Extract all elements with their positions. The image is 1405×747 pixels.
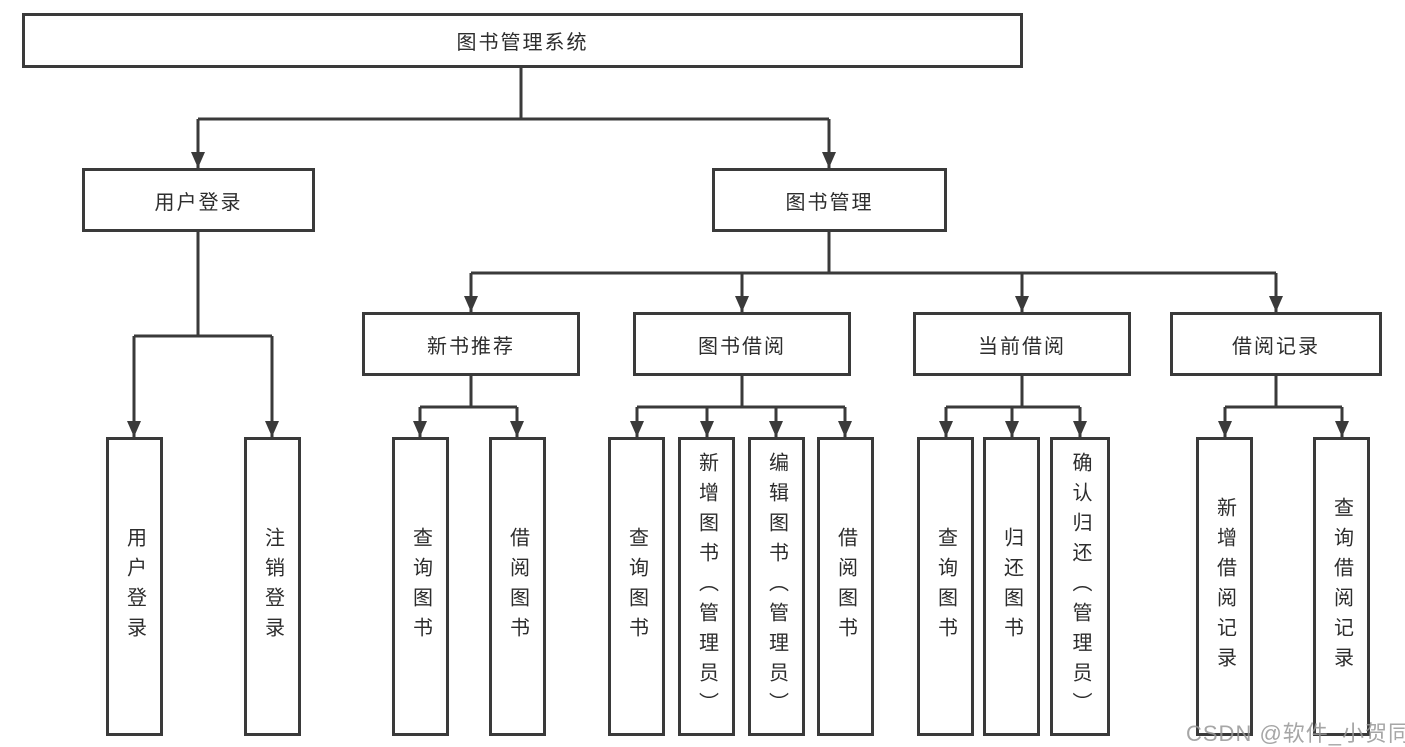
leaf-query-books-borrowing-label: 查询图书 <box>625 526 648 647</box>
leaf-borrow-books-recommend-label: 借阅图书 <box>506 526 529 647</box>
leaf-query-books-recommend: 查询图书 <box>392 437 449 736</box>
node-root-library-system: 图书管理系统 <box>22 13 1023 68</box>
node-book-borrowing: 图书借阅 <box>633 312 851 376</box>
node-book-management: 图书管理 <box>712 168 947 232</box>
leaf-query-books-current: 查询图书 <box>917 437 974 736</box>
node-current-borrowing: 当前借阅 <box>913 312 1131 376</box>
leaf-edit-books-admin-label: 编辑图书（管理员） <box>765 451 788 722</box>
leaf-return-books: 归还图书 <box>983 437 1040 736</box>
leaf-add-books-admin-label: 新增图书（管理员） <box>695 451 718 722</box>
connector-lines <box>132 67 1344 437</box>
leaf-confirm-return-admin: 确认归还（管理员） <box>1050 437 1110 736</box>
node-new-book-recommend: 新书推荐 <box>362 312 580 376</box>
leaf-return-books-label: 归还图书 <box>1000 526 1023 647</box>
node-borrow-records: 借阅记录 <box>1170 312 1382 376</box>
leaf-add-books-admin: 新增图书（管理员） <box>678 437 735 736</box>
leaf-query-books-current-label: 查询图书 <box>934 526 957 647</box>
leaf-logout-login-label: 注销登录 <box>261 526 284 647</box>
leaf-query-borrow-record-label: 查询借阅记录 <box>1330 496 1353 677</box>
leaf-borrow-books: 借阅图书 <box>817 437 874 736</box>
leaf-query-borrow-record: 查询借阅记录 <box>1313 437 1370 736</box>
leaf-confirm-return-admin-label: 确认归还（管理员） <box>1069 451 1091 722</box>
csdn-watermark: CSDN @软件_小贺同学 <box>1186 721 1405 746</box>
leaf-add-borrow-record: 新增借阅记录 <box>1196 437 1253 736</box>
leaf-user-login: 用户登录 <box>106 437 163 736</box>
node-user-login: 用户登录 <box>82 168 315 232</box>
leaf-add-borrow-record-label: 新增借阅记录 <box>1213 496 1236 677</box>
leaf-edit-books-admin: 编辑图书（管理员） <box>748 437 805 736</box>
leaf-borrow-books-recommend: 借阅图书 <box>489 437 546 736</box>
leaf-user-login-label: 用户登录 <box>123 526 146 647</box>
leaf-borrow-books-label: 借阅图书 <box>834 526 857 647</box>
leaf-query-books-recommend-label: 查询图书 <box>409 526 432 647</box>
leaf-query-books-borrowing: 查询图书 <box>608 437 665 736</box>
leaf-logout-login: 注销登录 <box>244 437 301 736</box>
